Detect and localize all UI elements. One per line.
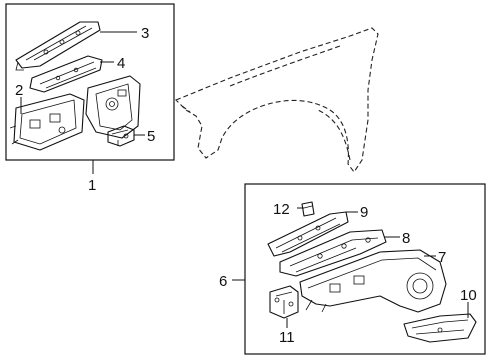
callout-11: 11 bbox=[279, 329, 295, 346]
callout-7: 7 bbox=[438, 249, 446, 266]
group-1: 3 4 2 5 1 bbox=[5, 3, 175, 194]
group-6-box bbox=[244, 183, 486, 355]
part-7[interactable] bbox=[299, 249, 447, 313]
callout-4: 4 bbox=[117, 55, 125, 72]
part-12[interactable] bbox=[301, 201, 315, 217]
callout-12: 12 bbox=[273, 201, 290, 218]
part-2[interactable] bbox=[9, 93, 85, 151]
part-3[interactable] bbox=[15, 21, 101, 71]
callout-3: 3 bbox=[141, 25, 149, 42]
part-4[interactable] bbox=[29, 55, 103, 93]
callout-1: 1 bbox=[88, 177, 96, 194]
callout-8: 8 bbox=[402, 230, 410, 247]
part-8[interactable] bbox=[279, 229, 387, 277]
callout-10: 10 bbox=[460, 287, 477, 304]
callout-6: 6 bbox=[219, 273, 227, 290]
group-1-box bbox=[5, 3, 175, 161]
part-11[interactable] bbox=[269, 285, 299, 319]
apron-panel bbox=[85, 75, 141, 139]
callout-9: 9 bbox=[360, 204, 368, 221]
fender-outline bbox=[175, 27, 379, 173]
part-5[interactable] bbox=[107, 125, 135, 147]
callout-5: 5 bbox=[147, 128, 155, 145]
group-6: 12 9 8 7 10 11 6 bbox=[219, 183, 486, 355]
part-9[interactable] bbox=[267, 211, 349, 257]
callout-2: 2 bbox=[15, 82, 23, 99]
part-10[interactable] bbox=[403, 313, 477, 343]
